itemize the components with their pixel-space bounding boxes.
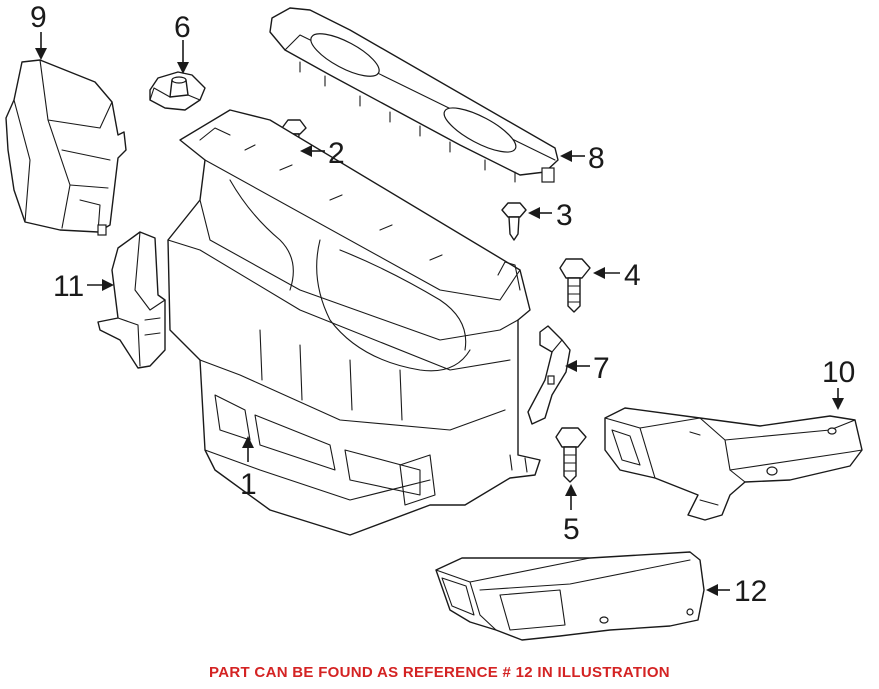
callout-12: 12 <box>734 575 767 608</box>
callout-3: 3 <box>556 199 573 232</box>
part-11-side-bracket <box>97 231 166 369</box>
callout-9: 9 <box>30 1 47 34</box>
part-6-clip <box>149 71 206 111</box>
callout-labels: 9 6 2 8 3 4 7 10 11 1 5 12 <box>30 1 855 608</box>
leader-lines <box>35 32 844 596</box>
callout-1: 1 <box>240 468 257 501</box>
callout-4: 4 <box>624 259 641 292</box>
callout-11: 11 <box>53 270 84 303</box>
part-8-upper-shield <box>269 7 559 183</box>
callout-8: 8 <box>588 142 605 175</box>
part-3-bolt <box>501 202 527 241</box>
callout-7: 7 <box>593 352 610 385</box>
part-7-bracket <box>527 325 571 425</box>
callout-5: 5 <box>563 513 580 546</box>
part-1-support-frame <box>167 109 541 536</box>
part-12-air-duct <box>435 551 705 641</box>
callout-2: 2 <box>328 137 345 170</box>
reference-note: PART CAN BE FOUND AS REFERENCE # 12 IN I… <box>209 664 670 681</box>
part-9-air-duct <box>5 59 127 236</box>
callout-6: 6 <box>174 11 191 44</box>
part-4-bolt <box>559 258 591 313</box>
callout-10: 10 <box>822 356 855 389</box>
part-10-air-duct <box>604 407 863 521</box>
part-5-bolt <box>555 427 587 483</box>
